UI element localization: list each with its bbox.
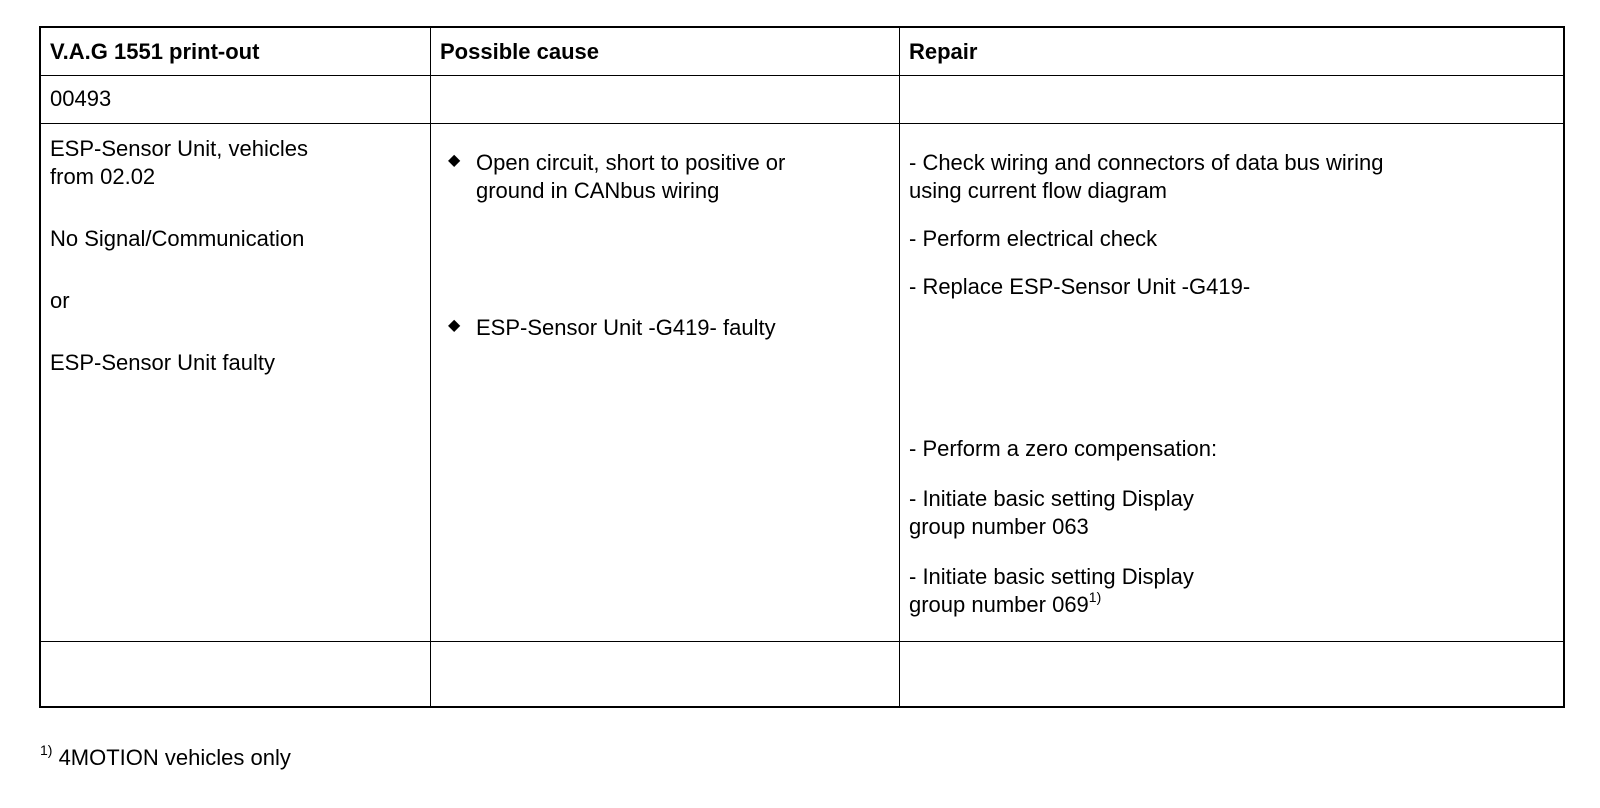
header-printout: V.A.G 1551 print-out (50, 39, 260, 64)
repair-step: - Initiate basic setting Display (909, 486, 1194, 511)
footnote: 1) 4MOTION vehicles only (40, 742, 291, 772)
cause-line: Open circuit, short to positive or (476, 150, 786, 175)
footnote-text: 4MOTION vehicles only (52, 745, 291, 770)
column-divider (430, 28, 431, 706)
diamond-bullet-icon: ◆ (448, 317, 461, 334)
printout-line: ESP-Sensor Unit faulty (50, 350, 275, 375)
repair-step: - Check wiring and connectors of data bu… (909, 150, 1384, 175)
diamond-bullet-icon: ◆ (448, 152, 461, 169)
column-divider (899, 28, 900, 706)
row-divider (41, 123, 1563, 124)
repair-step: group number 063 (909, 514, 1089, 539)
repair-step: - Initiate basic setting Display (909, 564, 1194, 589)
repair-step: - Replace ESP-Sensor Unit -G419- (909, 274, 1251, 299)
repair-step: group number 0691) (909, 589, 1102, 619)
fault-code: 00493 (50, 86, 112, 111)
printout-line: or (50, 288, 70, 313)
repair-step: - Perform a zero compensation: (909, 436, 1218, 461)
cause-line: ground in CANbus wiring (476, 178, 720, 203)
row-divider (41, 641, 1563, 642)
header-repair: Repair (909, 39, 978, 64)
footnote-marker: 1) (40, 742, 53, 758)
row-divider (41, 75, 1563, 76)
printout-line: from 02.02 (50, 164, 156, 189)
footnote-reference: 1) (1088, 589, 1102, 605)
header-possible-cause: Possible cause (440, 39, 599, 64)
printout-line: No Signal/Communication (50, 226, 305, 251)
repair-table: V.A.G 1551 print-out Possible cause Repa… (39, 26, 1565, 708)
printout-line: ESP-Sensor Unit, vehicles (50, 136, 308, 161)
repair-step: using current flow diagram (909, 178, 1168, 203)
cause-line: ESP-Sensor Unit -G419- faulty (476, 315, 776, 340)
repair-step: - Perform electrical check (909, 226, 1158, 251)
repair-step-text: group number 069 (909, 592, 1089, 617)
